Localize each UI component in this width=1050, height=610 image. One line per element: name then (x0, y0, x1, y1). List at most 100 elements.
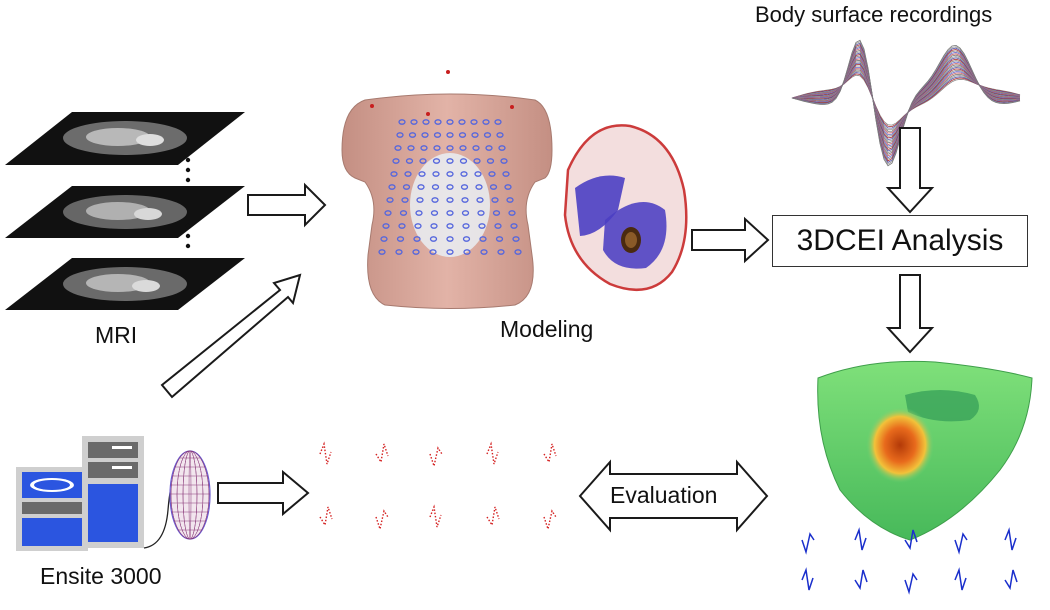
electrode-dot (478, 223, 486, 229)
label-ensite-3000: Ensite 3000 (40, 563, 162, 589)
electrode-dot (394, 145, 402, 151)
electrode-dot (462, 236, 471, 242)
electrode-dot (431, 197, 439, 203)
mri-slice-2 (5, 186, 245, 238)
measured-signal-grid (319, 441, 557, 532)
electrode-dot (446, 132, 454, 138)
electrode-dot (458, 119, 466, 125)
body-surface-traces (791, 39, 1021, 167)
electrode-dot (488, 171, 496, 177)
computed-signal-grid (801, 527, 1018, 595)
signal-glyph (904, 572, 918, 595)
electrode-dot (446, 236, 454, 242)
electrode-dot (494, 119, 502, 125)
electrode-dot (459, 158, 468, 164)
electrode-dot (414, 223, 422, 229)
arrow-evaluation-double (578, 459, 769, 533)
signal-glyph (1004, 527, 1017, 551)
surface-trace (791, 39, 1021, 167)
electrode-dot (384, 210, 392, 216)
electrode-dot (477, 210, 485, 216)
electrode-dot (378, 249, 386, 255)
electrode-dot (446, 210, 454, 216)
signal-glyph (486, 506, 500, 527)
electrode-dot (446, 158, 454, 164)
electrode-dot (460, 184, 469, 190)
electrode-dot (500, 158, 508, 164)
electrode-dot (462, 223, 470, 229)
electrode-dot (508, 210, 516, 216)
electrode-dot (514, 249, 522, 255)
electrode-dot (495, 236, 504, 242)
signal-glyph (429, 504, 442, 528)
signal-glyph (954, 567, 967, 591)
heart-result (817, 360, 1033, 541)
electrode-dot (398, 119, 406, 125)
electrode-dot (433, 132, 442, 138)
electrode-dot (433, 145, 441, 151)
signal-glyph (1004, 569, 1018, 591)
electrode-dot (419, 158, 427, 164)
signal-glyph (954, 532, 968, 555)
signal-glyph (854, 569, 868, 591)
electrode-dot (396, 132, 404, 138)
electrode-dot (446, 197, 454, 203)
electrode-dot (430, 223, 438, 229)
electrode-dot (401, 197, 409, 203)
electrode-dot (429, 249, 437, 255)
electrode-dot (417, 184, 425, 190)
electrode-dot (412, 249, 420, 255)
electrode-dot (461, 197, 469, 203)
electrode-dot (463, 249, 471, 255)
electrode-dot (415, 210, 423, 216)
electrode-dot (482, 119, 490, 125)
label-evaluation: Evaluation (610, 482, 718, 508)
electrode-dot (512, 236, 520, 242)
electrode-dot (380, 236, 388, 242)
electrode-dot (504, 184, 512, 190)
electrode-dot (470, 119, 478, 125)
electrode-dot (410, 119, 418, 125)
electrode-dot (402, 184, 411, 190)
electrode-dot (496, 132, 504, 138)
arrow-recordings-to-analysis (885, 127, 935, 214)
torso-electrodes (378, 119, 522, 255)
electrode-dot (492, 210, 501, 216)
torso-heart (410, 153, 490, 257)
electrode-dot (446, 184, 454, 190)
electrode-dot (489, 184, 498, 190)
electrode-dot (506, 197, 514, 203)
electrode-dot (473, 158, 481, 164)
balloon-catheter (169, 450, 211, 540)
electrode-dot (418, 171, 426, 177)
electrode-dot (458, 132, 467, 138)
electrode-dot (404, 171, 412, 177)
electrode-dot (430, 210, 439, 216)
signal-glyph (375, 443, 389, 464)
electrode-dot (429, 236, 438, 242)
signal-glyph (543, 509, 557, 532)
electrode-dot (479, 236, 487, 242)
electrode-dot (413, 236, 421, 242)
signal-glyph (319, 506, 333, 527)
signal-glyph (904, 529, 918, 551)
heart-mesh-model (563, 124, 688, 292)
signal-glyph (854, 527, 867, 551)
signal-glyph (543, 443, 557, 464)
electrode-dot (475, 184, 483, 190)
electrode-dot (396, 236, 405, 242)
arrow-mri-to-modeling (247, 182, 327, 228)
electrode-dot (459, 145, 467, 151)
signal-glyph (429, 446, 443, 469)
mri-ellipsis-dots (185, 157, 191, 249)
torso-model (341, 70, 553, 309)
electrode-dot (446, 249, 454, 255)
electrode-dot (502, 171, 510, 177)
electrode-dot (510, 223, 518, 229)
electrode-dot (494, 223, 502, 229)
electrode-dot (474, 171, 482, 177)
arrow-ensite-to-signals (217, 469, 310, 517)
electrode-dot (432, 158, 441, 164)
electrode-dot (431, 184, 440, 190)
